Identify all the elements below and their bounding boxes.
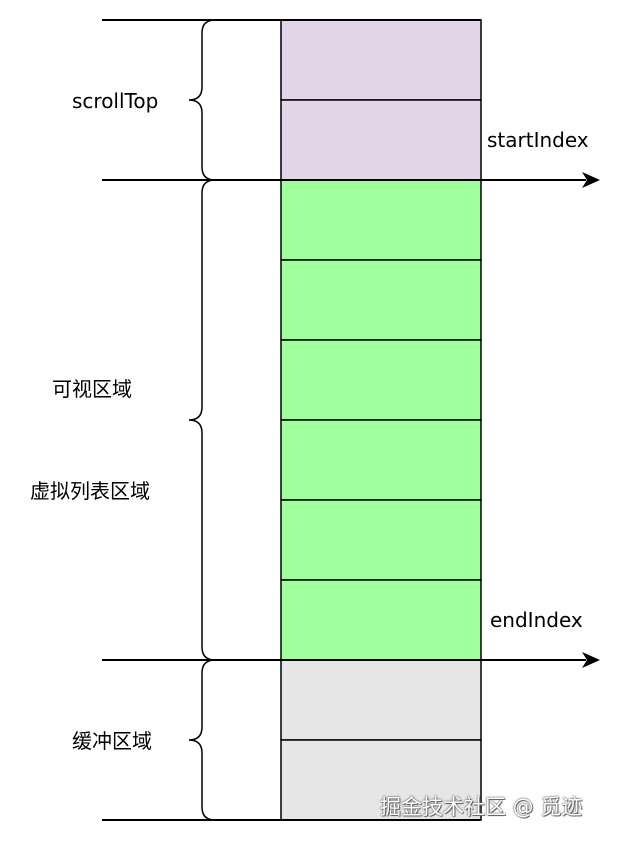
virtual-list-area-label: 虚拟列表区域	[30, 479, 150, 503]
end-index-arrow	[102, 652, 600, 668]
visible-row	[280, 179, 482, 261]
scroll-top-brace	[188, 19, 216, 181]
buffer-area-label: 缓冲区域	[72, 729, 152, 753]
scrolled-rows	[280, 19, 482, 181]
end-index-label: endIndex	[490, 608, 583, 632]
scrolled-row	[280, 19, 482, 101]
start-index-arrow	[102, 172, 600, 188]
scroll-top-label: scrollTop	[72, 89, 159, 113]
visible-row	[280, 419, 482, 501]
buffer-row	[280, 659, 482, 741]
visible-row	[280, 579, 482, 661]
visible-rows	[280, 179, 482, 661]
visible-area-label: 可视区域	[52, 377, 132, 401]
start-index-label: startIndex	[487, 128, 589, 152]
visible-row	[280, 259, 482, 341]
buffer-rows	[280, 659, 482, 821]
scrolled-row	[280, 99, 482, 181]
visible-area-brace	[188, 179, 216, 661]
buffer-row	[280, 739, 482, 821]
visible-row	[280, 339, 482, 421]
watermark: 掘金技术社区 @ 觅迹	[380, 795, 583, 819]
visible-row	[280, 499, 482, 581]
buffer-area-brace	[188, 659, 216, 821]
